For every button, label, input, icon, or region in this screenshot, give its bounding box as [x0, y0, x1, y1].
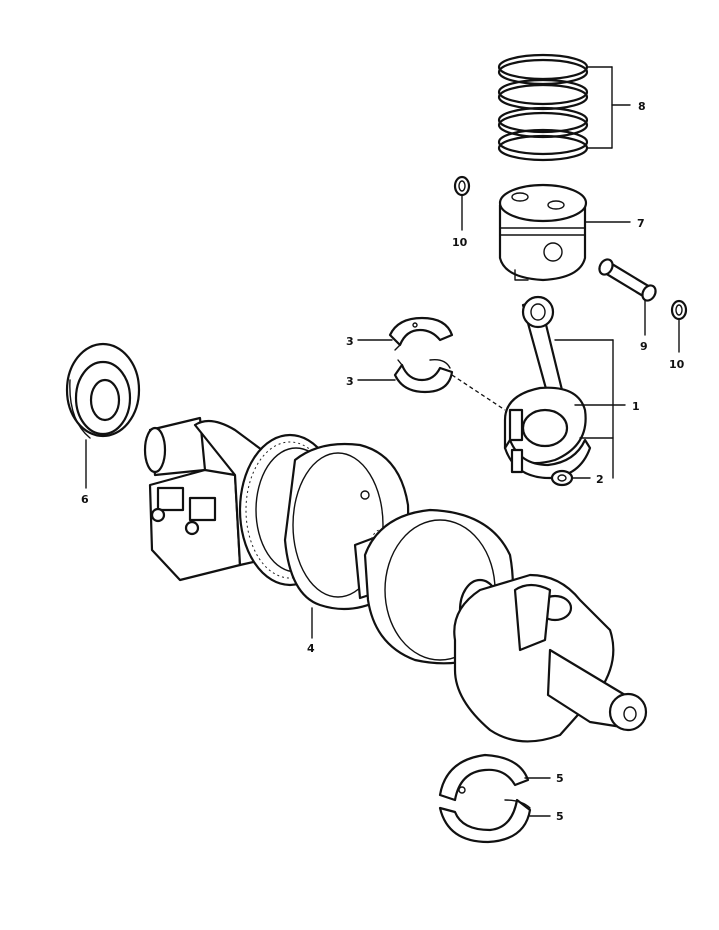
oil-seal: [65, 342, 141, 439]
callout-6: 6: [81, 493, 89, 506]
callout-7: 7: [637, 217, 645, 230]
callout-10a: 10: [452, 236, 468, 249]
callout-9: 9: [640, 340, 648, 353]
crankshaft: [143, 416, 648, 743]
circlip-left: [453, 175, 471, 197]
callout-5a: 5: [556, 772, 564, 785]
callout-3b: 3: [346, 375, 354, 388]
bearing-assembly-line: [451, 374, 506, 411]
callout-1-leader: [554, 339, 626, 479]
conrod-bearing-lower: [393, 358, 454, 394]
connecting-rod: [503, 295, 592, 480]
callout-3a: 3: [346, 335, 354, 348]
callout-2: 2: [596, 473, 604, 486]
main-bearing-upper: [438, 753, 530, 802]
con-rod-nut: [550, 469, 574, 487]
piston-rings: [497, 53, 589, 162]
piston: [498, 183, 588, 282]
callout-5b: 5: [556, 810, 564, 823]
callout-8: 8: [638, 100, 646, 113]
callout-10b: 10: [669, 358, 685, 371]
callout-8-leader: [586, 66, 631, 149]
conrod-bearing-upper: [388, 316, 454, 351]
circlip-right: [670, 299, 688, 321]
main-bearing-lower: [438, 798, 532, 844]
callout-4: 4: [307, 642, 315, 655]
piston-pin: [598, 258, 657, 302]
callout-1: 1: [632, 400, 640, 413]
